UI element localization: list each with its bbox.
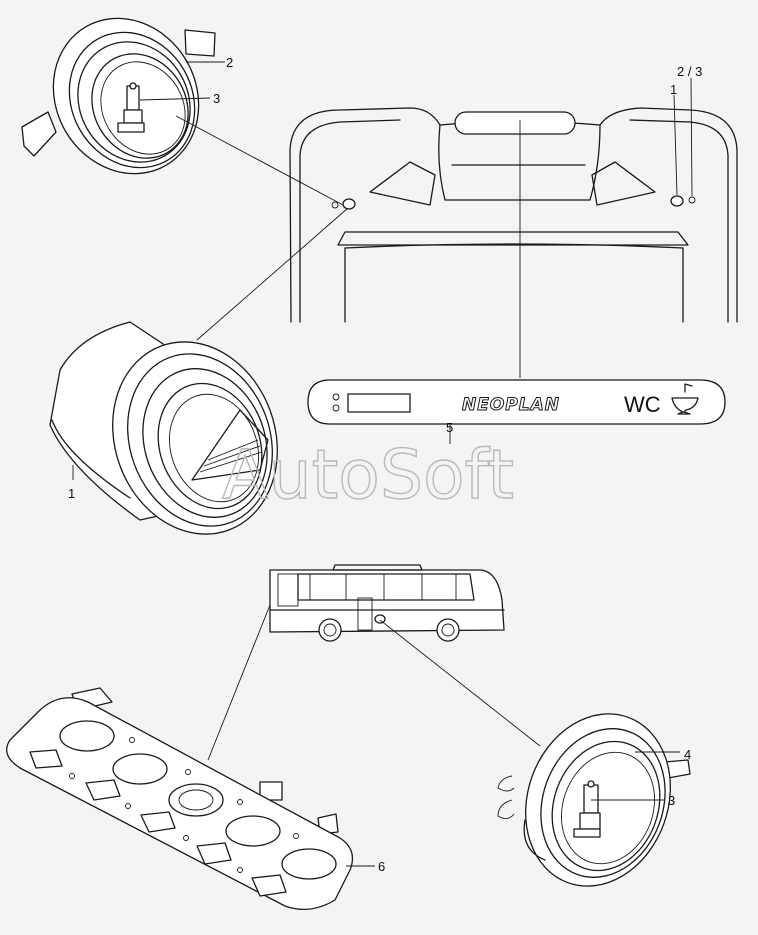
callout-3-top-lamp: 3: [213, 91, 220, 106]
callout-2-top-lamp: 2: [226, 55, 233, 70]
callout-6-panel: 6: [378, 859, 385, 874]
ceiling-panel: [289, 107, 738, 323]
callout-5-sign: 5: [446, 420, 453, 435]
control-panel: [6, 687, 354, 911]
callout-3-lower-lamp: 3: [668, 793, 675, 808]
callout-1-ceiling: 1: [670, 82, 677, 97]
wc-label: WC: [624, 392, 661, 417]
small-lamp-top: [21, 17, 216, 175]
callouts: 2 3 1 2 / 3 5 1 4 3 6: [68, 55, 702, 874]
callout-1-large-lamp: 1: [68, 486, 75, 501]
callout-4-lower-lamp: 4: [684, 747, 691, 762]
wc-sign: NEOPLAN WC: [307, 379, 726, 425]
leader-lines: [72, 61, 693, 867]
bus-side-view: [269, 564, 505, 642]
washbasin-icon: [671, 383, 699, 415]
large-lamp: [49, 321, 278, 535]
callout-2-3-ceiling: 2 / 3: [677, 64, 702, 79]
watermark: AutoSoft: [222, 436, 514, 515]
brand-logo: NEOPLAN: [462, 395, 560, 415]
